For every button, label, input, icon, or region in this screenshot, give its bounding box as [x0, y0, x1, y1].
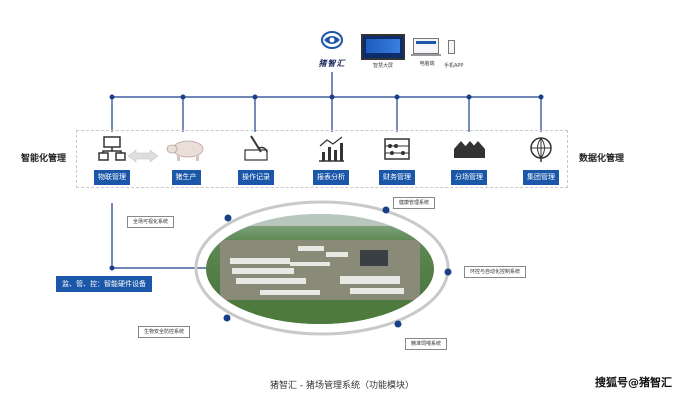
ring-node: [224, 214, 232, 222]
ring-node: [382, 206, 390, 214]
monitor-icon: [361, 34, 405, 60]
module-label: 财务管理: [379, 170, 415, 185]
ring-node: [444, 268, 452, 276]
callout-biosec: 生物安全防控系统: [138, 326, 191, 338]
ring-node: [223, 314, 231, 322]
double-arrow-icon: [127, 149, 159, 163]
laptop-icon: [413, 38, 439, 54]
module-finance[interactable]: 财务管理: [370, 134, 424, 185]
phone-icon: [448, 40, 455, 54]
module-label: 物联管理: [94, 170, 130, 185]
iot-network-icon: [98, 136, 126, 161]
callout-visual: 全场可视化系统: [127, 216, 175, 228]
hand-writing-icon: [244, 135, 268, 161]
brand-eye-icon: [321, 31, 343, 49]
diagram-caption: 猪智汇 - 猪场管理系统（功能模块）: [270, 381, 414, 391]
module-site[interactable]: 分场管理: [442, 134, 496, 185]
module-report[interactable]: 报表分析: [303, 134, 359, 185]
system-ring: [194, 200, 450, 336]
module-iot[interactable]: 物联管理: [86, 134, 138, 185]
ring-node: [394, 320, 402, 328]
module-pig[interactable]: 猪生产: [160, 134, 212, 185]
device-mobile: 手机APP: [444, 40, 466, 69]
module-label: 猪生产: [171, 170, 201, 185]
device-label: 电脑端: [419, 61, 435, 67]
device-pc: 电脑端: [411, 38, 441, 67]
globe-icon: [530, 137, 552, 162]
module-group[interactable]: 集团管理: [514, 134, 568, 185]
right-category-label: 数据化管理: [579, 154, 625, 164]
hardware-label: 监、管、控：智能硬件设备: [56, 276, 152, 292]
module-label: 操作记录: [238, 170, 274, 185]
left-category-label: 智能化管理: [21, 154, 67, 164]
module-label: 报表分析: [313, 170, 349, 185]
device-big-screen: 智慧大屏: [361, 34, 405, 69]
watermark: 搜狐号@猪智汇: [595, 376, 672, 389]
brand-name: 猪智汇: [318, 59, 346, 68]
abacus-icon: [384, 138, 410, 160]
bar-chart-icon: [319, 136, 344, 162]
device-label: 手机APP: [444, 63, 464, 69]
brand-logo: 猪智汇: [308, 30, 356, 69]
module-label: 集团管理: [523, 170, 559, 185]
barn-icon: [454, 141, 485, 158]
hardware-node: [109, 265, 115, 271]
device-label: 智慧大屏: [372, 63, 393, 69]
callout-env: 环控与自动化控制系统: [464, 266, 527, 278]
farm-aerial-photo: [206, 214, 434, 324]
pig-icon: [166, 140, 204, 161]
module-label: 分场管理: [451, 170, 487, 185]
module-row-frame: [76, 130, 568, 188]
callout-feed: 精准饲喂系统: [405, 338, 448, 350]
callout-health: 健康管理系统: [393, 197, 436, 209]
module-record[interactable]: 操作记录: [230, 134, 282, 185]
